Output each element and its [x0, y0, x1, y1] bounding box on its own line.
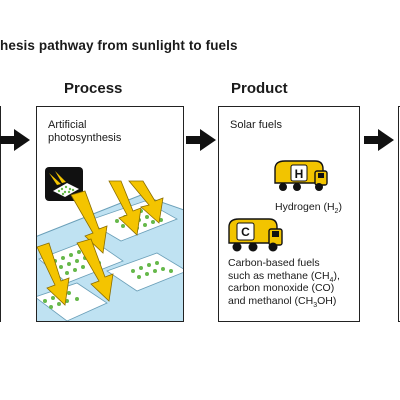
photosynthesis-scene — [37, 180, 183, 321]
process-label-line1: Artificial — [48, 119, 87, 131]
process-label-line2: photosynthesis — [48, 132, 122, 144]
process-panel: Artificial photosynthesis — [36, 106, 184, 322]
methanol-subscript: 3 — [313, 301, 318, 309]
carbon-line4-end: OH) — [317, 294, 337, 307]
source-panel-edge — [0, 106, 1, 322]
flow-arrow-icon — [364, 129, 394, 151]
process-label: Artificial photosynthesis — [48, 119, 158, 145]
diagram-title: hesis pathway from sunlight to fuels — [0, 38, 238, 53]
flow-arrow-icon — [0, 129, 30, 151]
flow-arrow-icon — [186, 129, 216, 151]
sunlight-arrow-icon — [70, 190, 108, 254]
use-panel-edge — [398, 106, 400, 322]
sunlight-arrow-icon — [37, 242, 70, 306]
carbon-line1: Carbon-based fuels — [228, 257, 320, 269]
process-heading: Process — [64, 80, 123, 97]
carbon-line2-end: ), — [333, 269, 340, 282]
sunlight-arrow-icon — [108, 180, 142, 236]
product-panel: Solar fuels H Hydrogen (H2) C Carbon-bas… — [218, 106, 360, 322]
product-label: Solar fuels — [230, 119, 282, 131]
fuel-tanker-icon: C — [228, 218, 283, 252]
fuel-tanker-icon: H — [274, 160, 328, 191]
catalyst-icon — [45, 167, 83, 201]
carbon-line4: and methanol (CH — [228, 294, 314, 307]
hydrogen-tanker-letter: H — [295, 167, 304, 181]
sunlight-arrow-icon — [76, 238, 114, 302]
carbon-tanker-letter: C — [241, 225, 250, 239]
product-heading: Product — [231, 80, 288, 97]
carbon-line2: such as methane (CH — [228, 269, 330, 282]
hydrogen-text: Hydrogen (H — [275, 201, 335, 213]
hydrogen-close: ) — [338, 201, 342, 213]
hydrogen-subscript: 2 — [334, 208, 339, 216]
catalyst-sheet — [106, 252, 183, 292]
hydrogen-label: Hydrogen (H2) — [275, 201, 342, 216]
carbon-line3: carbon monoxide (CO) — [228, 282, 335, 294]
methane-subscript: 4 — [329, 276, 334, 284]
carbon-label: Carbon-based fuels such as methane (CH4)… — [228, 257, 358, 309]
sunlight-arrow-icon — [128, 180, 164, 224]
